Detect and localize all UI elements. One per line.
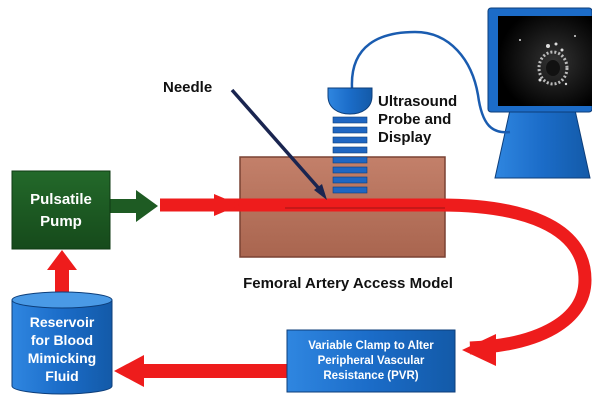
clamp-label-line-3: Resistance (PVR) [323, 370, 418, 382]
clamp-label-line-2: Peripheral Vascular [318, 355, 425, 367]
flow-arrowhead-into-model [214, 194, 240, 216]
ultrasound-probe-icon [327, 87, 373, 115]
return-arrowhead [462, 334, 496, 366]
needle-label: Needle [163, 79, 212, 96]
monitor-screen [498, 16, 592, 106]
pulsatile-pump-box [11, 170, 111, 250]
clamp-label-line-1: Variable Clamp to Alter [308, 340, 434, 352]
variable-clamp-box [286, 329, 456, 393]
probe-label-line-1: Ultrasound [378, 93, 457, 110]
reservoir-label-line-3: Mimicking [28, 350, 96, 366]
pump-label-line-1: Pulsatile [30, 191, 92, 208]
reservoir-label-line-2: for Blood [31, 332, 93, 348]
probe-label-line-2: Probe and [378, 111, 451, 128]
reservoir-cylinder [11, 291, 113, 395]
probe-cable [350, 30, 511, 134]
probe-label-line-3: Display [378, 129, 432, 146]
model-label: Femoral Artery Access Model [243, 275, 453, 292]
pump-output-arrow [110, 190, 158, 222]
monitor-stand [494, 109, 591, 179]
reservoir-label-line-1: Reservoir [30, 314, 95, 330]
ultrasound-beam [332, 116, 368, 194]
ultrasound-image [519, 35, 576, 86]
pump-label-line-2: Pump [40, 213, 82, 230]
flow-loop [160, 194, 592, 366]
needle-icon [230, 88, 327, 200]
clamp-to-reservoir-arrow [114, 355, 290, 387]
return-flow-path [160, 198, 592, 355]
reservoir-label-line-4: Fluid [45, 368, 78, 384]
reservoir-to-pump-arrow [47, 250, 77, 294]
ultrasound-monitor [487, 7, 592, 179]
